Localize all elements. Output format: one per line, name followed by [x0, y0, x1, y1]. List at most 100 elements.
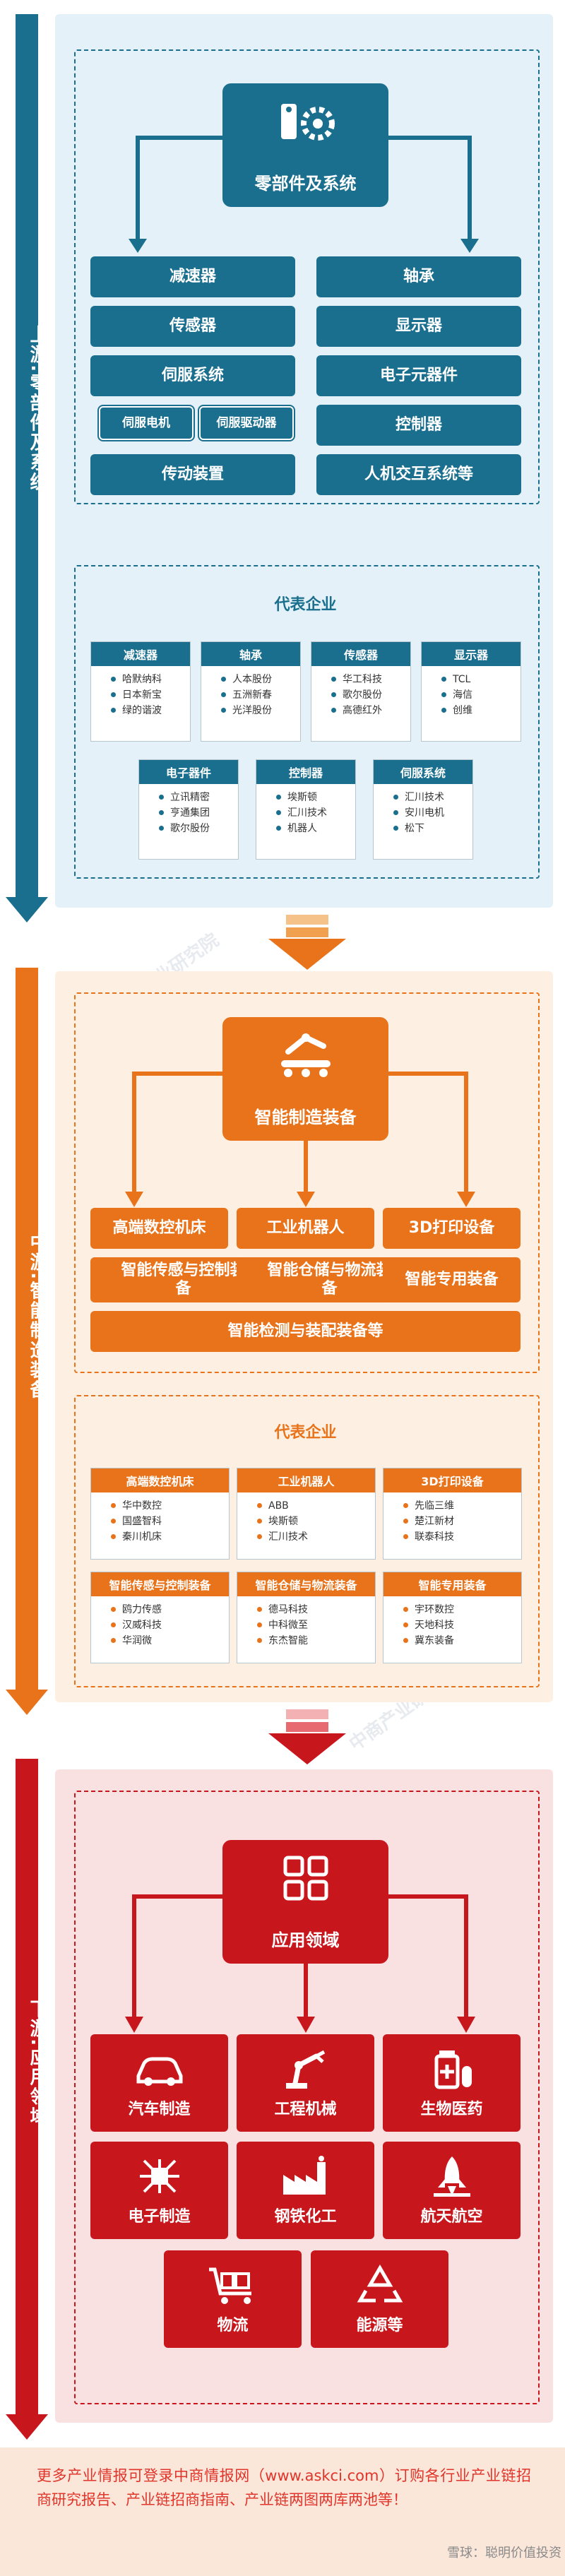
upstream-components-frame — [74, 49, 540, 504]
transmission-box: 传动装置 — [90, 454, 295, 495]
company: 天地科技 — [383, 1618, 521, 1633]
rep-card-title: 轴承 — [201, 642, 300, 666]
app-steel-chemical: 钢铁化工 — [237, 2142, 374, 2239]
rep-card: 减速器 哈默纳科日本新宝绿的谐波 — [90, 641, 191, 742]
display-box: 显示器 — [316, 306, 521, 347]
company: TCL — [422, 672, 521, 687]
upstream-hub-label: 零部件及系统 — [254, 174, 357, 194]
company: 宇环数控 — [383, 1602, 521, 1618]
company: 华润微 — [91, 1633, 229, 1649]
rep-card-title: 智能传感与控制装备 — [91, 1572, 229, 1596]
rep-card: 高端数控机床 华中数控国盛智科秦川机床 — [90, 1468, 230, 1560]
rep-card-title: 智能专用装备 — [383, 1572, 521, 1596]
cart-icon — [208, 2267, 251, 2304]
rep-card: 3D打印设备 先临三维楚江新材联泰科技 — [383, 1468, 522, 1560]
recycle-icon — [357, 2265, 403, 2303]
company: 歌尔股份 — [311, 687, 410, 703]
company: 华工科技 — [311, 672, 410, 687]
company: 国盛智科 — [91, 1514, 229, 1529]
upstream-rail-arrow — [6, 897, 48, 922]
company: 华中数控 — [91, 1498, 229, 1514]
company: 立讯精密 — [139, 790, 238, 805]
company: 海信 — [422, 687, 521, 703]
company: 亨通集团 — [139, 805, 238, 821]
car-icon — [136, 2057, 182, 2086]
downstream-rail-arrow — [6, 2414, 48, 2440]
app-label: 工程机械 — [274, 2101, 337, 2118]
industrial-robot-box: 工业机器人 — [237, 1208, 374, 1249]
apps-grid-icon — [283, 1856, 328, 1901]
upstream-rep-title: 代表企业 — [274, 596, 337, 614]
source-watermark: 雪球：聪明价值投资 — [447, 2546, 561, 2560]
downstream-hub-label: 应用领域 — [271, 1930, 340, 1950]
app-label: 汽车制造 — [128, 2101, 191, 2118]
app-logistics: 物流 — [164, 2250, 302, 2348]
rep-card-title: 传感器 — [311, 642, 410, 666]
company: 鸥力传感 — [91, 1602, 229, 1618]
company: 安川电机 — [374, 805, 472, 821]
company: ABB — [237, 1498, 375, 1514]
company: 联泰科技 — [383, 1529, 521, 1545]
servo-motor-box: 伺服电机 — [97, 405, 195, 441]
app-label: 能源等 — [356, 2317, 403, 2334]
rep-card: 控制器 埃斯顿汇川技术机器人 — [256, 759, 356, 860]
downstream-rail — [16, 1759, 38, 2419]
upstream-connectors — [129, 136, 479, 253]
company: 松下 — [374, 821, 472, 836]
inspection-assembly-box: 智能检测与装配装备等 — [90, 1311, 521, 1352]
company: 汇川技术 — [256, 805, 355, 821]
app-label: 生物医药 — [420, 2101, 483, 2118]
company: 汇川技术 — [237, 1529, 375, 1545]
electronic-components-box: 电子元器件 — [316, 355, 521, 396]
midstream-rep-title: 代表企业 — [274, 1424, 337, 1442]
downstream-rail-label: 下游:应用领域 — [27, 1999, 48, 2127]
rep-card-title: 高端数控机床 — [91, 1468, 229, 1492]
medicine-icon — [434, 2050, 472, 2089]
company: 秦川机床 — [91, 1529, 229, 1545]
company: 日本新宝 — [91, 687, 190, 703]
upstream-rail-label: 上游:零部件及系统 — [27, 325, 48, 492]
rep-card-title: 伺服系统 — [374, 760, 472, 784]
special-equipment-box: 智能专用装备 — [383, 1257, 521, 1302]
upstream-hub: 零部件及系统 — [222, 83, 388, 207]
robot-gear-icon — [280, 104, 335, 141]
company: 楚江新材 — [383, 1514, 521, 1529]
transition-arrow-1 — [268, 915, 346, 970]
cnc-machine-box: 高端数控机床 — [90, 1208, 228, 1249]
bearing-box: 轴承 — [316, 256, 521, 297]
company: 汇川技术 — [374, 790, 472, 805]
controller-box: 控制器 — [316, 405, 521, 446]
rep-card-title: 工业机器人 — [237, 1468, 375, 1492]
rep-card-title: 3D打印设备 — [383, 1468, 521, 1492]
company: 先临三维 — [383, 1498, 521, 1514]
rep-card-title: 减速器 — [91, 642, 190, 666]
downstream-hub: 应用领域 — [222, 1840, 388, 1964]
company: 汉威科技 — [91, 1618, 229, 1633]
company: 德马科技 — [237, 1602, 375, 1618]
rep-card-title: 电子器件 — [139, 760, 238, 784]
app-label: 航天航空 — [420, 2208, 483, 2226]
rep-card-title: 智能仓储与物流装备 — [237, 1572, 375, 1596]
transition-arrow-2 — [268, 1709, 346, 1764]
rep-card: 智能仓储与物流装备 德马科技中科微至东杰智能 — [237, 1572, 376, 1663]
company: 歌尔股份 — [139, 821, 238, 836]
company: 五洲新春 — [201, 687, 300, 703]
app-energy: 能源等 — [311, 2250, 448, 2348]
reducer-box: 减速器 — [90, 256, 295, 297]
footer-banner — [0, 2447, 565, 2576]
footer-text: 更多产业情报可登录中商情报网（www.askci.com）订购各行业产业链招商研… — [37, 2467, 531, 2508]
rep-card: 智能传感与控制装备 鸥力传感汉威科技华润微 — [90, 1572, 230, 1663]
app-aerospace: 航天航空 — [383, 2142, 521, 2239]
robot-arm-icon — [285, 2050, 325, 2089]
app-automotive: 汽车制造 — [90, 2034, 228, 2132]
rep-card: 伺服系统 汇川技术安川电机松下 — [373, 759, 473, 860]
servo-system-box: 伺服系统 — [90, 355, 295, 396]
midstream-connectors — [125, 1072, 475, 1207]
company: 哈默纳科 — [91, 672, 190, 687]
company: 光洋股份 — [201, 703, 300, 718]
servo-driver-box: 伺服驱动器 — [198, 405, 295, 441]
midstream-equipment-frame — [74, 992, 540, 1373]
hmi-box: 人机交互系统等 — [316, 454, 521, 495]
app-biomedicine: 生物医药 — [383, 2034, 521, 2132]
rocket-icon — [433, 2156, 470, 2197]
